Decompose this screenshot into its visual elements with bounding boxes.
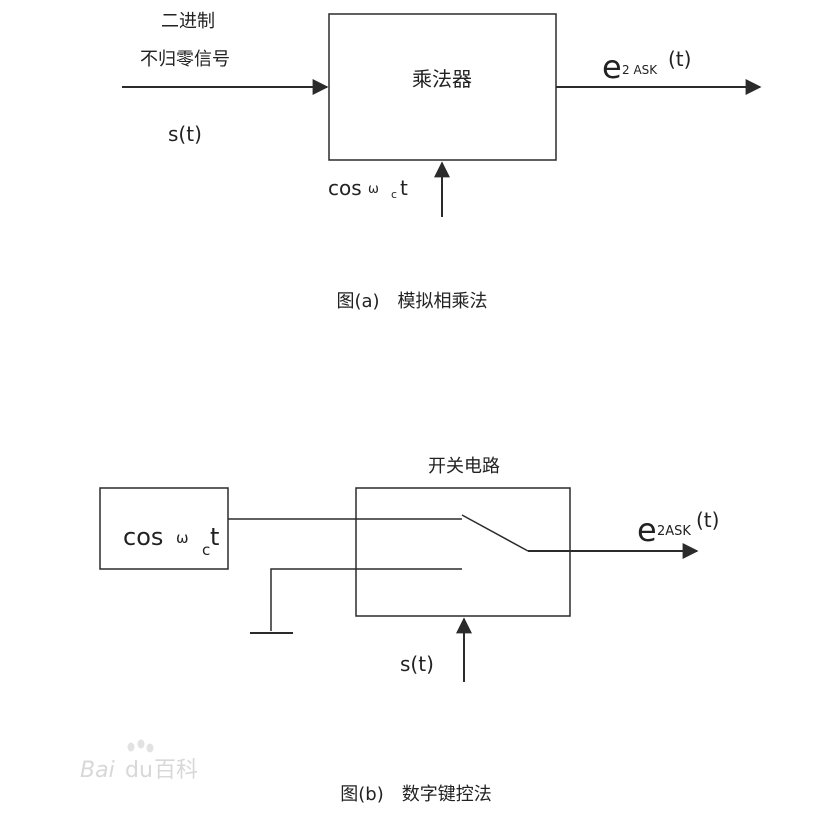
figure-b: cos ω c t 开关电路 e 2ASK (t) s(t) 图(b) 数字键控… [99,456,719,805]
figure-a: 二进制 不归零信号 s(t) 乘法器 e 2 ASK (t) cos ω c t… [122,11,762,312]
output-e-b: e [637,511,657,549]
multiplier-label: 乘法器 [412,67,472,91]
input-label-line1: 二进制 [161,11,215,32]
paw-icon [127,739,154,753]
carrier-t: t [400,176,408,200]
watermark-glyph: du [125,758,153,783]
input-label-line2: 不归零信号 [140,49,230,70]
carrier-cos: cos [328,176,362,200]
caption-a: 图(a) 模拟相乘法 [336,291,487,312]
carrier-omega-b: ω [176,529,189,547]
carrier-block [99,487,229,570]
control-signal-label: s(t) [400,652,434,676]
carrier-subscript-b: c [202,541,210,559]
switch-circuit-label: 开关电路 [428,456,500,477]
switch-blade [461,514,529,552]
caption-b: 图(b) 数字键控法 [340,784,491,805]
carrier-omega: ω [368,182,379,197]
output-e: e [602,48,622,86]
watermark-logo: Bai [80,758,115,783]
output-subscript: 2 ASK [622,63,658,77]
watermark-brand: 百科 [154,758,198,783]
output-t: (t) [668,47,691,71]
carrier-t-b: t [210,523,219,551]
carrier-subscript: c [391,188,397,201]
input-signal-label: s(t) [168,122,202,146]
baidu-watermark: Bai du 百科 [80,739,198,783]
output-subscript-b: 2ASK [657,524,691,539]
carrier-cos-b: cos [123,523,163,551]
output-t-b: (t) [696,508,719,532]
ground-wire [270,568,462,631]
